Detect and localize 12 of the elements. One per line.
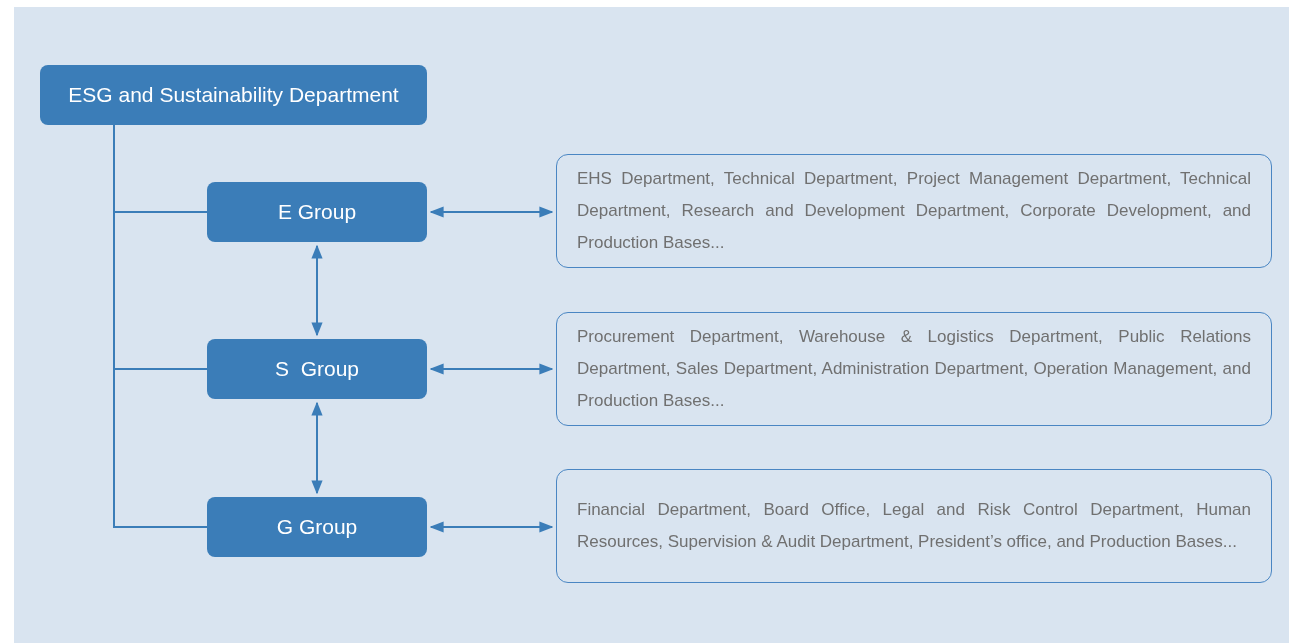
double-arrow — [429, 521, 554, 533]
department-list-box: EHS Department, Technical Department, Project Management Department, Technical Department, Research and Development Department, Corporate Development, and Production Bases... — [556, 154, 1272, 268]
department-list-box: Procurement Department, Warehouse & Logistics Department, Public Relations Department, Sales Department, Administration Department, Operation Management, and Production Bases... — [556, 312, 1272, 426]
group-box: E Group — [207, 182, 427, 242]
double-arrow — [311, 401, 323, 495]
double-arrow — [429, 363, 554, 375]
department-list-box: Financial Department, Board Office, Legal and Risk Control Department, Human Resources, Supervision & Audit Department, President’s office, and Production Bases... — [556, 469, 1272, 583]
department-box: ESG and Sustainability Department — [40, 65, 427, 125]
double-arrow — [429, 206, 554, 218]
double-arrow — [311, 244, 323, 337]
group-box: G Group — [207, 497, 427, 557]
group-box: S Group — [207, 339, 427, 399]
